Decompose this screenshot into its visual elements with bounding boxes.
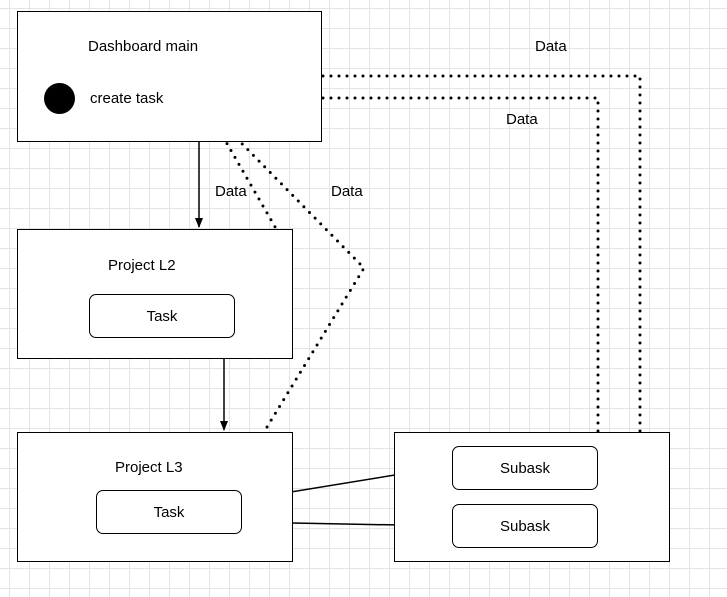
filled-circle-icon[interactable] bbox=[44, 83, 75, 114]
subtask-node-1[interactable]: Subask bbox=[452, 446, 598, 490]
edge-label-outer-data: Data bbox=[535, 38, 567, 55]
project-l2-task-node[interactable]: Task bbox=[89, 294, 235, 338]
project-l3-task-node[interactable]: Task bbox=[96, 490, 242, 534]
subtask-node-2[interactable]: Subask bbox=[452, 504, 598, 548]
edge-label-diagonal-data: Data bbox=[331, 183, 363, 200]
edge-label-arrow-data: Data bbox=[215, 183, 247, 200]
create-task-label[interactable]: create task bbox=[90, 90, 164, 107]
edge-label-inner-data: Data bbox=[506, 111, 538, 128]
project-l2-title: Project L2 bbox=[108, 257, 176, 274]
project-l3-title: Project L3 bbox=[115, 459, 183, 476]
dashboard-title: Dashboard main bbox=[88, 38, 199, 55]
dashboard-main-box bbox=[17, 11, 322, 142]
